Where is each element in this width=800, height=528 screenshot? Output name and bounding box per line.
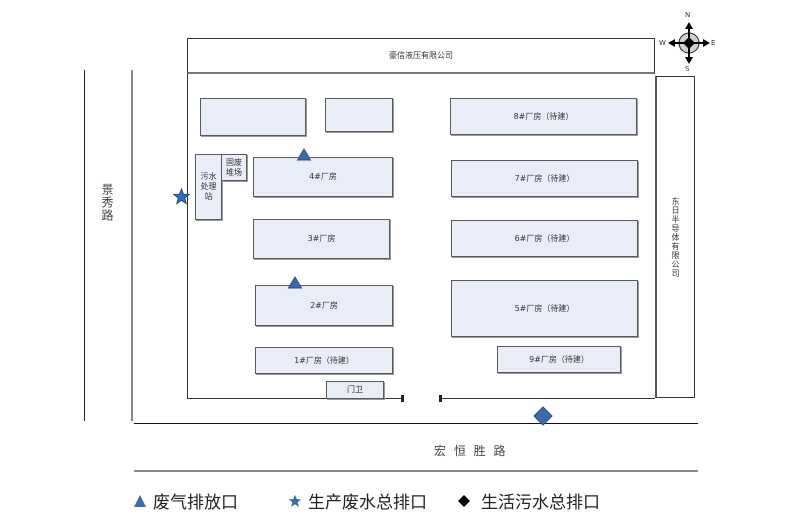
building-sewage-label: 污水处理站 <box>200 172 217 201</box>
site-boundary-west <box>187 74 188 398</box>
exhaust-outlet-marker-building-2 <box>287 276 303 289</box>
building-3-label: 3#厂房 <box>307 234 336 243</box>
gate-post-right <box>439 395 442 402</box>
compass-n-label: N <box>685 11 691 19</box>
building-unlabeled-2 <box>325 98 393 132</box>
production-wastewater-outlet-star <box>173 188 190 205</box>
building-8: 8#厂房（待建） <box>450 98 637 135</box>
legend-item-production-wastewater: 生产废水总排口 <box>288 488 427 513</box>
building-9-label: 9#厂房（待建） <box>529 354 589 364</box>
building-2: 2#厂房 <box>255 285 393 326</box>
neighbor-east-company: 东日半导体有限公司 <box>655 76 695 398</box>
building-4-label: 4#厂房 <box>309 172 337 181</box>
building-7: 7#厂房（待建） <box>451 160 638 197</box>
legend-label-domestic-sewage: 生活污水总排口 <box>481 493 600 513</box>
road-label-hongheng: 宏 恒 胜 路 <box>434 444 508 458</box>
compass-icon <box>668 22 710 64</box>
road-jingxiu-east-edge <box>131 70 133 421</box>
diamond-icon <box>458 494 470 507</box>
building-7-label: 7#厂房（待建） <box>514 173 575 183</box>
gate-post-left <box>401 395 404 402</box>
neighbor-north-company: 豪信液压有限公司 <box>187 38 655 74</box>
building-sewage-station: 污水处理站 <box>195 154 222 220</box>
domestic-sewage-outlet-diamond <box>533 406 553 426</box>
road-jingxiu-west-edge <box>84 70 85 421</box>
building-5: 5#厂房（待建） <box>451 280 638 337</box>
legend-label-production-wastewater: 生产废水总排口 <box>308 493 427 513</box>
road-hongheng-north-edge <box>134 423 698 424</box>
star-icon <box>288 494 302 507</box>
compass-rose: N S W E <box>658 10 720 74</box>
building-2-label: 2#厂房 <box>310 300 338 310</box>
triangle-icon <box>134 494 146 507</box>
building-guard: 门卫 <box>326 381 384 399</box>
legend-item-exhaust: 废气排放口 <box>133 488 238 513</box>
building-1: 1#厂房（待建） <box>255 347 393 374</box>
building-8-label: 8#厂房（待建） <box>513 111 574 121</box>
compass-w-label: W <box>659 39 666 47</box>
building-1-label: 1#厂房（待建） <box>294 355 354 365</box>
building-solid-waste-yard: 固废堆场 <box>221 154 247 181</box>
building-6-label: 6#厂房（待建） <box>514 233 575 243</box>
compass-e-label: E <box>711 39 716 47</box>
building-solid-waste-label: 固废堆场 <box>226 157 242 177</box>
exhaust-outlet-marker-building-4 <box>296 148 312 161</box>
building-5-label: 5#厂房（待建） <box>514 303 575 313</box>
legend-label-exhaust: 废气排放口 <box>153 493 238 513</box>
road-hongheng-south-edge <box>134 470 698 472</box>
building-9: 9#厂房（待建） <box>497 346 621 373</box>
site-boundary-south-left <box>187 398 402 399</box>
building-guard-label: 门卫 <box>347 385 363 394</box>
compass-s-label: S <box>685 65 690 73</box>
neighbor-north-label: 豪信液压有限公司 <box>389 51 453 60</box>
building-unlabeled-1 <box>200 98 306 136</box>
building-6: 6#厂房（待建） <box>451 220 638 257</box>
road-label-jingxiu: 景秀路 <box>100 183 114 222</box>
building-3: 3#厂房 <box>253 219 390 259</box>
building-4: 4#厂房 <box>253 157 393 197</box>
site-boundary-south-right <box>441 398 655 399</box>
neighbor-east-label: 东日半导体有限公司 <box>671 196 680 278</box>
legend-item-domestic-sewage: 生活污水总排口 <box>457 488 600 513</box>
